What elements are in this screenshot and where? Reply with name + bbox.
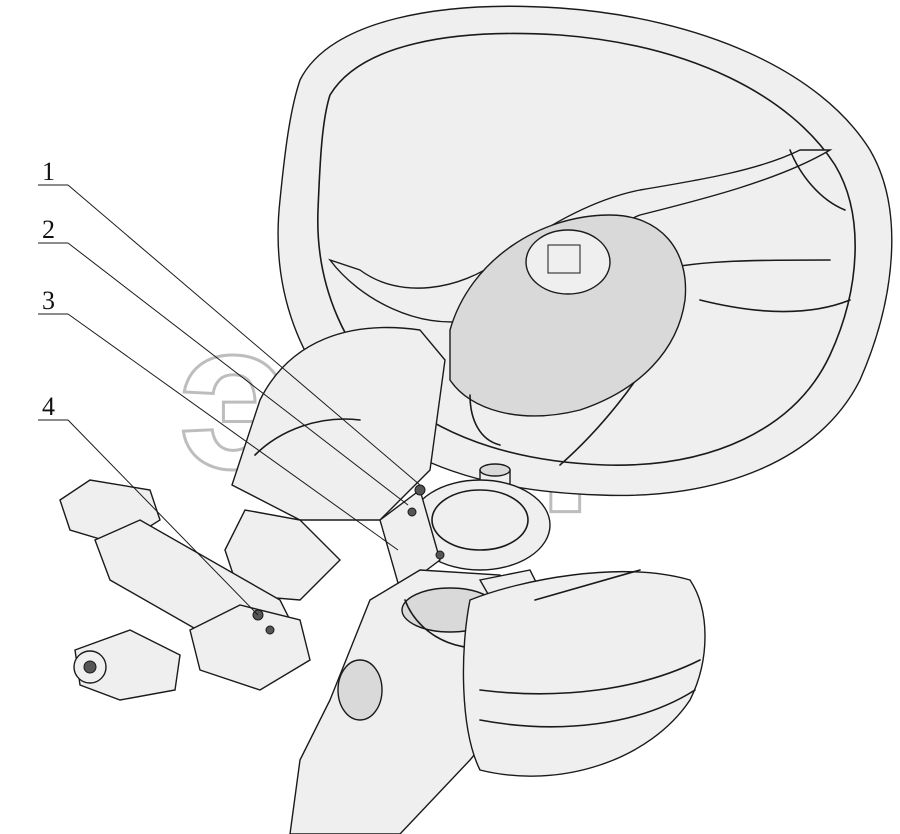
upper-shroud [224, 326, 446, 601]
callout-labels: 1 2 3 4 [42, 157, 55, 421]
callout-3: 3 [42, 286, 55, 315]
callout-2: 2 [42, 215, 55, 244]
right-stalk [462, 569, 706, 777]
callout-1: 1 [42, 157, 55, 186]
clock-spring [379, 479, 551, 592]
leader-lines [38, 184, 421, 616]
callout-4: 4 [42, 392, 55, 421]
left-stalk [59, 479, 311, 701]
